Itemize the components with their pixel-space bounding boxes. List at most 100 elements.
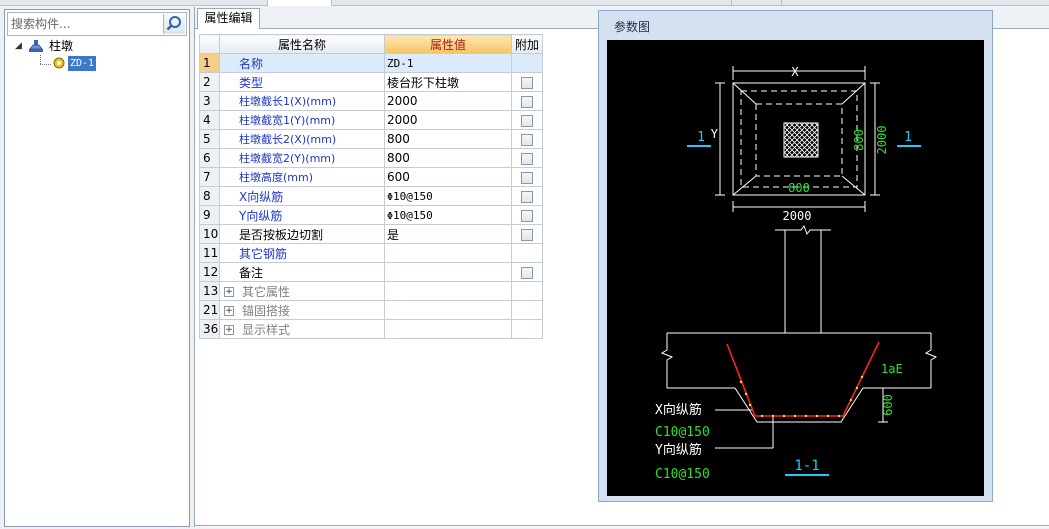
property-name: 其它钢筋 [219, 243, 385, 263]
rebar-grade-symbol: Φ [387, 210, 394, 222]
row-number: 8 [199, 186, 220, 206]
plan-edge [732, 82, 757, 105]
extra-checkbox[interactable] [521, 171, 533, 184]
tree-collapse-icon[interactable]: ◢ [15, 41, 22, 51]
gear-icon [53, 57, 65, 74]
section-mark-left-label: 1 [697, 130, 705, 145]
slab-break-left [660, 333, 674, 388]
table-row[interactable]: 3 柱墩截长1(X)(mm) 2000 [199, 91, 543, 111]
y-bar-label: Y向纵筋 [655, 442, 702, 458]
extra-cell [511, 72, 543, 92]
search-button[interactable] [163, 14, 185, 34]
property-value[interactable]: 是 [384, 224, 512, 244]
parameter-diagram-canvas: X Y 800 2000 800 2000 1 1 [607, 40, 984, 496]
extra-checkbox[interactable] [521, 266, 533, 279]
property-value[interactable]: 棱台形下柱墩 [384, 72, 512, 92]
grid-header-name[interactable]: 属性名称 [219, 34, 385, 54]
plan-dim-x-label: X [791, 65, 799, 79]
table-row[interactable]: 12 备注 [199, 262, 543, 282]
row-number: 13 [199, 281, 220, 301]
table-row[interactable]: 7 柱墩高度(mm) 600 [199, 167, 543, 187]
grid-header-value[interactable]: 属性值 [384, 34, 512, 54]
extra-checkbox[interactable] [521, 209, 533, 222]
table-row[interactable]: 2 类型 棱台形下柱墩 [199, 72, 543, 92]
table-row[interactable]: 11 其它钢筋 [199, 243, 543, 263]
extra-cell [511, 262, 543, 282]
tree-item-root-label: 柱墩 [49, 39, 74, 53]
property-value-text: 10@150 [393, 189, 433, 203]
property-name: 柱墩截长2(X)(mm) [219, 129, 385, 149]
expand-icon[interactable]: + [224, 287, 234, 297]
tree-item-child-label: ZD-1 [68, 56, 97, 71]
component-tree-panel: ◢ 柱墩 ZD-1 [4, 9, 190, 527]
section-mark-right-label: 1 [904, 130, 912, 145]
property-value[interactable]: 600 [384, 167, 512, 187]
column-section-hatch [783, 122, 819, 158]
table-row[interactable]: 8 X向纵筋 Φ10@150 [199, 186, 543, 206]
property-value[interactable]: 800 [384, 129, 512, 149]
lae-label: 1aE [881, 362, 903, 376]
table-row[interactable]: 4 柱墩截宽1(Y)(mm) 2000 [199, 110, 543, 130]
property-group-label: 显示样式 [242, 322, 291, 337]
plan-edge [841, 175, 866, 196]
property-name: X向纵筋 [219, 186, 385, 206]
table-row[interactable]: 36 +显示样式 [199, 319, 543, 339]
table-row[interactable]: 1 名称 ZD-1 [199, 53, 543, 73]
plan-view [687, 66, 921, 212]
tree-item-child[interactable]: ZD-1 [7, 55, 187, 72]
plan-dim-2000-h-label: 2000 [783, 209, 812, 223]
toolbar-segment-active[interactable] [268, 0, 332, 6]
property-group[interactable]: + 显示样式 [219, 319, 385, 339]
table-row[interactable]: 21 +锚固搭接 [199, 300, 543, 320]
property-value[interactable]: Φ10@150 [384, 205, 512, 225]
rebar-grade-symbol: Φ [387, 191, 394, 203]
tab-property-edit[interactable]: 属性编辑 [197, 8, 260, 29]
property-value [384, 281, 512, 301]
tree-connector [40, 64, 51, 65]
property-value[interactable]: Φ10@150 [384, 186, 512, 206]
property-value[interactable]: 2000 [384, 91, 512, 111]
tree-connector [40, 55, 41, 64]
extra-cell [511, 300, 543, 320]
parameter-diagram-title: 参数图 [614, 20, 651, 34]
expand-icon[interactable]: + [224, 325, 234, 335]
extra-checkbox[interactable] [521, 133, 533, 146]
property-name: 柱墩高度(mm) [219, 167, 385, 187]
property-value[interactable]: ZD-1 [384, 53, 512, 73]
plan-dim-800-v-label: 800 [852, 129, 866, 151]
property-group[interactable]: +其它属性 [219, 281, 385, 301]
property-value[interactable]: 800 [384, 148, 512, 168]
extra-checkbox[interactable] [521, 190, 533, 203]
row-number: 5 [199, 129, 220, 149]
table-row[interactable]: 10 是否按板边切割 是 [199, 224, 543, 244]
top-toolbar-strip [0, 0, 1049, 6]
table-row[interactable]: 6 柱墩截宽2(Y)(mm) 800 [199, 148, 543, 168]
extra-checkbox[interactable] [521, 228, 533, 241]
property-group[interactable]: +锚固搭接 [219, 300, 385, 320]
grid-header-extra[interactable]: 附加 [511, 34, 543, 54]
property-value[interactable] [384, 243, 512, 263]
row-number: 7 [199, 167, 220, 187]
bottom-border [194, 525, 1049, 526]
pier-outline [734, 387, 864, 423]
row-number: 2 [199, 72, 220, 92]
table-row[interactable]: 13 +其它属性 [199, 281, 543, 301]
tree-item-root[interactable]: ◢ 柱墩 [7, 38, 187, 55]
extra-cell [511, 148, 543, 168]
expand-icon[interactable]: + [224, 306, 234, 316]
property-value[interactable]: 2000 [384, 110, 512, 130]
property-name: 柱墩截宽2(Y)(mm) [219, 148, 385, 168]
property-value[interactable] [384, 262, 512, 282]
search-input[interactable] [11, 15, 161, 33]
toolbar-segment [732, 0, 782, 6]
plan-dim-y-label: Y [711, 127, 719, 141]
extra-checkbox[interactable] [521, 95, 533, 108]
table-row[interactable]: 5 柱墩截长2(X)(mm) 800 [199, 129, 543, 149]
extra-checkbox[interactable] [521, 76, 533, 89]
extra-checkbox[interactable] [521, 114, 533, 127]
toolbar-segment [332, 0, 732, 6]
property-name: 类型 [219, 72, 385, 92]
table-row[interactable]: 9 Y向纵筋 Φ10@150 [199, 205, 543, 225]
extra-checkbox[interactable] [521, 152, 533, 165]
